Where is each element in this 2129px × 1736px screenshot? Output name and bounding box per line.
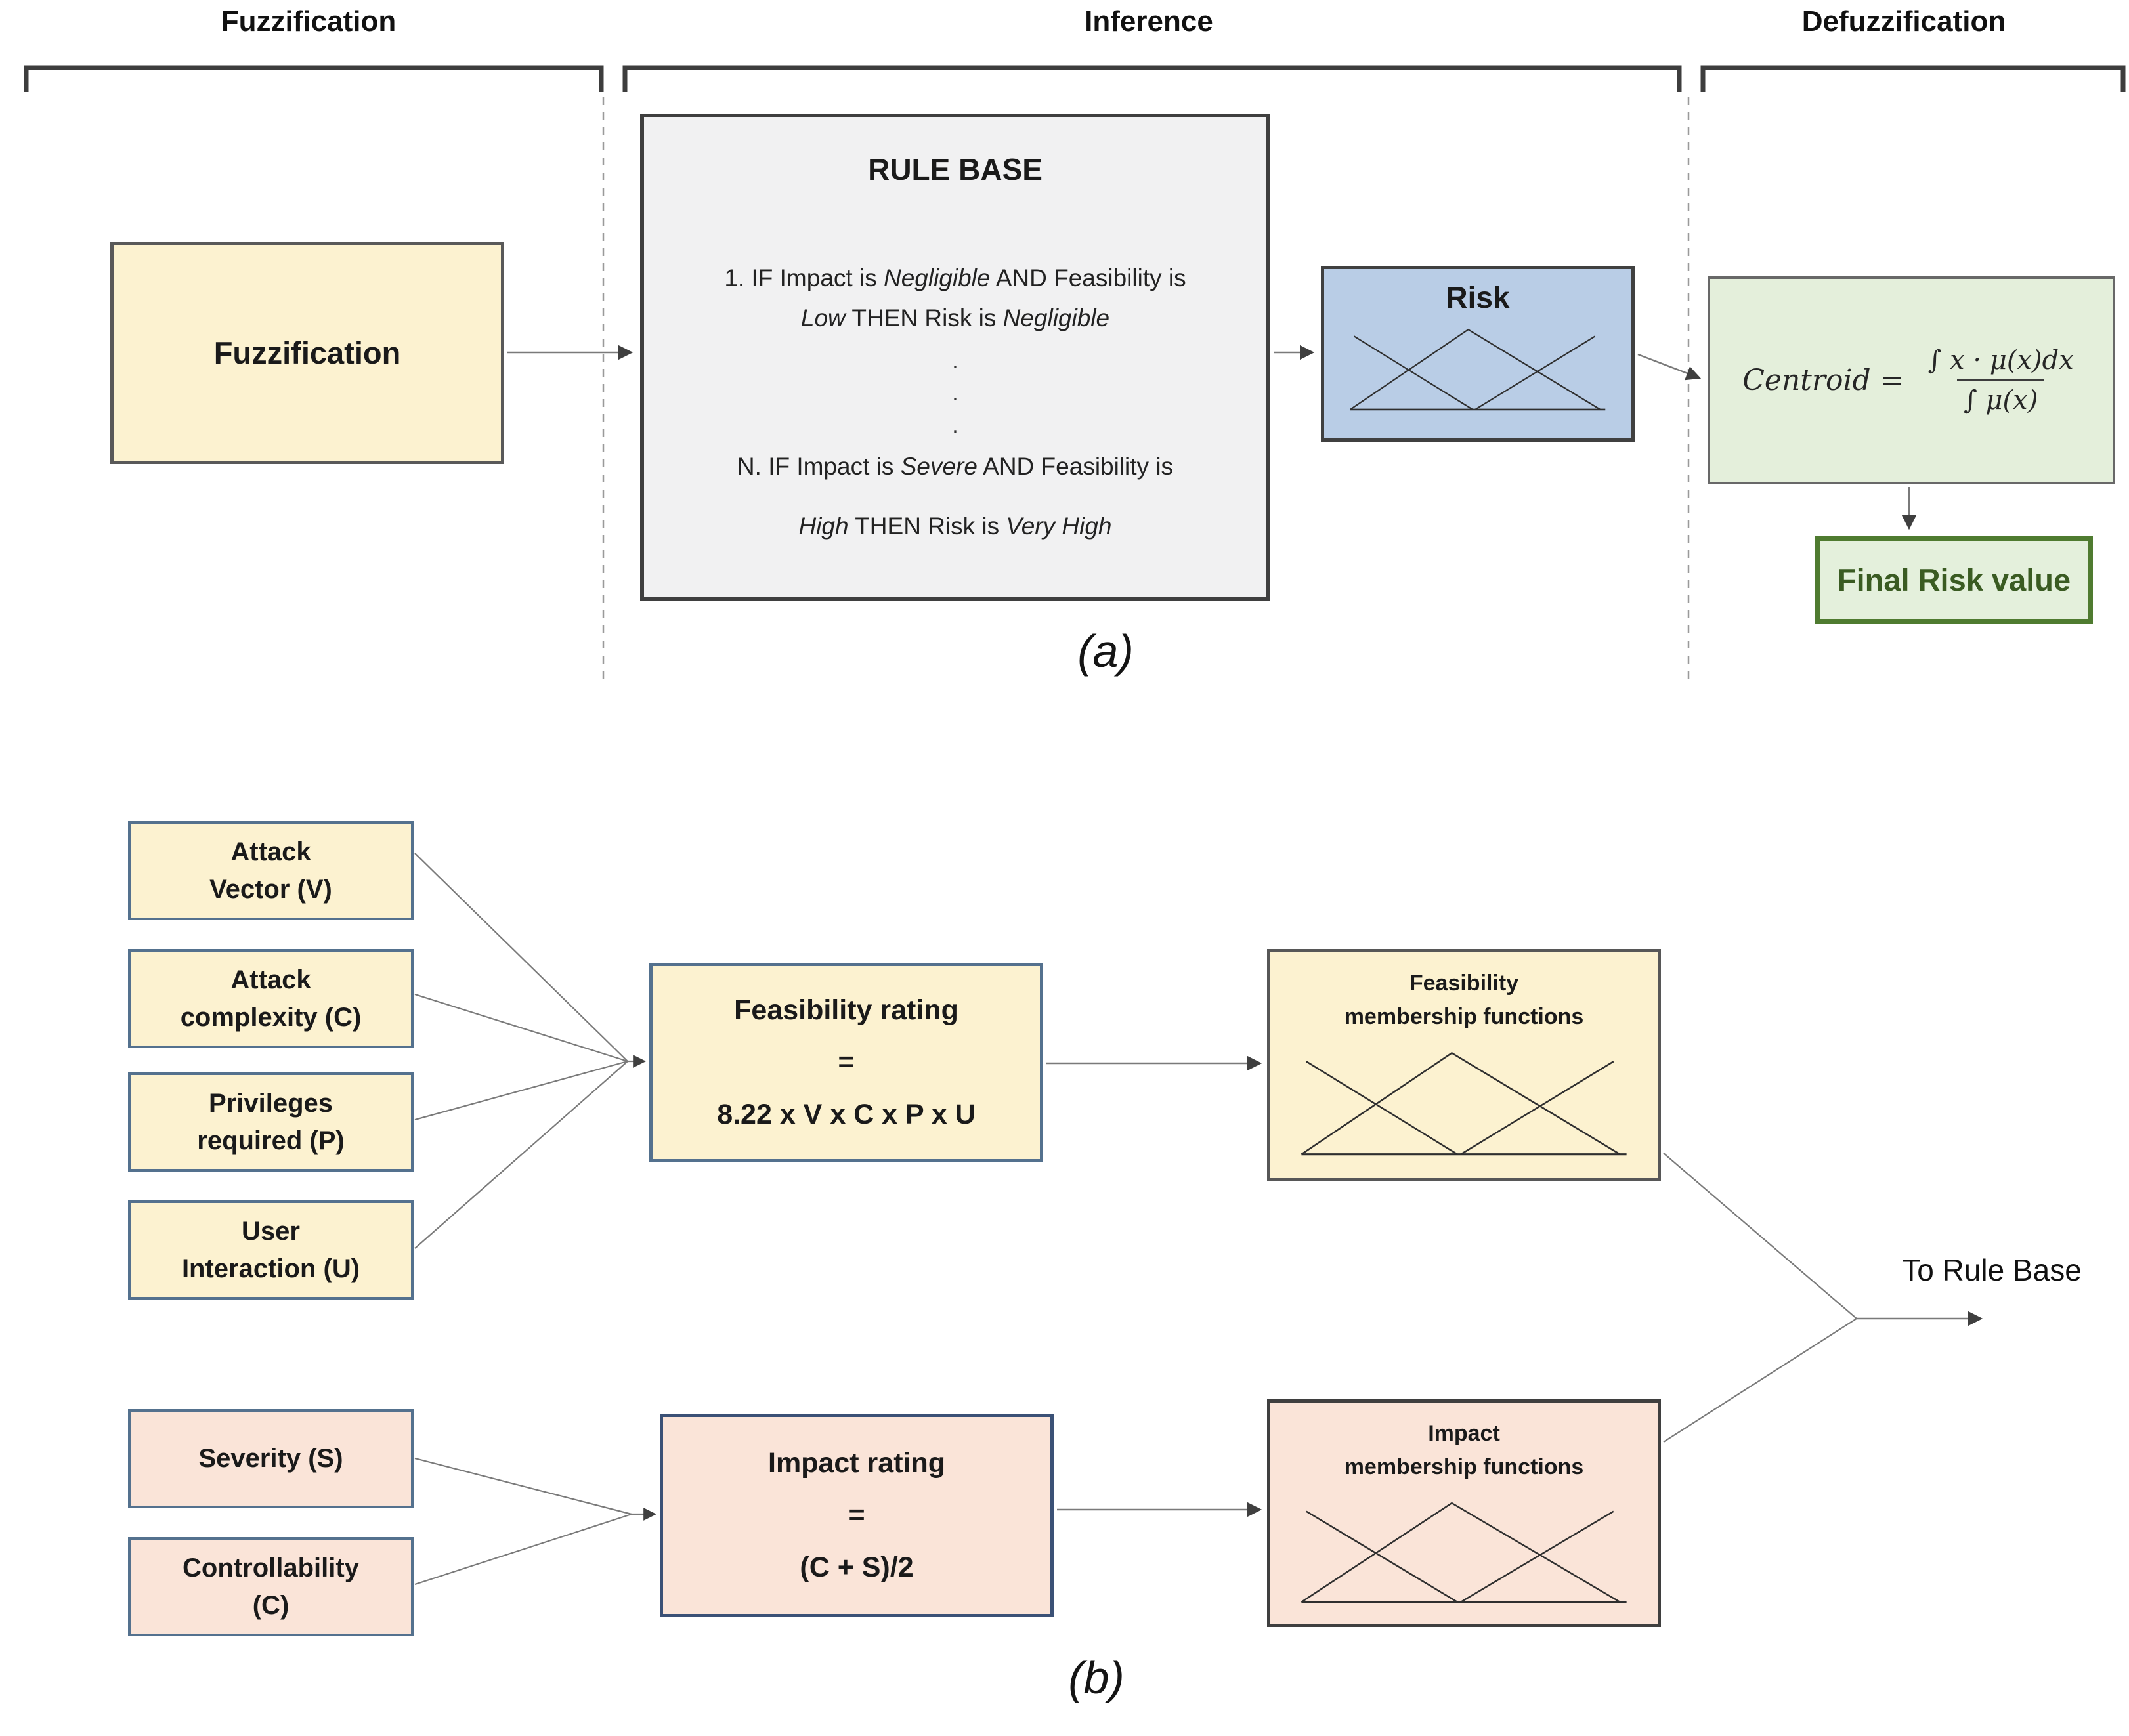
line-privileges-to-feasibility [414,1060,628,1121]
line-severity-to-impact [414,1457,632,1515]
user-interaction-line1: User [242,1216,300,1246]
rule-ellipsis: . . . [952,345,958,442]
rule-n-text2: AND Feasibility is [977,452,1174,480]
controllability-box: Controllability (C) [128,1537,414,1636]
attack-complexity-line2: complexity (C) [180,1002,362,1032]
centroid-fraction: ∫ x · μ(x)dx ∫ μ(x) [1922,345,2080,415]
user-interaction-box: User Interaction (U) [128,1200,414,1300]
rule-n-severe: Severe [900,452,978,480]
fuzzification-box-label: Fuzzification [213,335,401,370]
centroid-formula-box: Centroid = ∫ x · μ(x)dx ∫ μ(x) [1708,276,2115,484]
feasibility-membership-box: Feasibility membership functions [1267,949,1661,1181]
rule-base-box: RULE BASE 1. IF Impact is Negligible AND… [640,114,1270,601]
final-risk-value-label: Final Risk value [1837,562,2071,597]
bracket-fuzzification [24,65,604,92]
controllability-line1: Controllability [183,1553,359,1582]
arrow-risk-to-centroid [1637,353,1702,381]
impact-mf-title-line1: Impact [1428,1421,1500,1446]
line-feasibility-mf-to-rulebase [1663,1153,1857,1319]
impact-rating-equals: = [848,1499,865,1531]
feasibility-membership-plot-icon [1301,1051,1627,1156]
feasibility-rating-equals: = [838,1046,855,1078]
rule-n-very-high: Very High [1006,513,1112,540]
controllability-line2: (C) [252,1590,290,1620]
rule-1: 1. IF Impact is Negligible AND Feasibili… [724,258,1186,339]
feasibility-mf-title-line2: membership functions [1344,1004,1584,1029]
attack-complexity-box: Attack complexity (C) [128,949,414,1048]
line-impact-mf-to-rulebase [1663,1318,1857,1443]
impact-rating-title: Impact rating [768,1447,945,1479]
line-controllability-to-impact [414,1513,632,1586]
user-interaction-line2: Interaction (U) [181,1254,360,1283]
privileges-required-box: Privileges required (P) [128,1072,414,1172]
centroid-lhs: Centroid = [1742,364,1904,397]
risk-membership-plot-icon [1350,328,1606,411]
mf-descending-line [1306,1061,1458,1155]
impact-rating-formula: (C + S)/2 [800,1551,914,1583]
mf-ascending-line [1474,335,1596,410]
severity-box: Severity (S) [128,1409,414,1508]
figure-label-b: (b) [1068,1652,1125,1703]
final-risk-value-box: Final Risk value [1815,536,2093,624]
section-header-fuzzification: Fuzzification [221,5,397,37]
attack-vector-line2: Vector (V) [209,874,332,904]
mf-descending-line [1306,1510,1458,1603]
attack-vector-line1: Attack [230,837,311,866]
privileges-required-line2: required (P) [197,1126,345,1155]
rule-1-text2: AND Feasibility is [990,265,1186,291]
line-attack-complexity-to-feasibility [414,993,628,1063]
rule-n-text3: THEN Risk is [848,513,1006,540]
mf-ascending-line [1460,1061,1614,1155]
attack-complexity-line1: Attack [230,965,311,994]
centroid-numerator: ∫ x · μ(x)dx [1927,345,2074,375]
bracket-inference [622,65,1682,92]
rule-1-text: 1. IF Impact is [724,265,884,291]
feasibility-rating-box: Feasibility rating = 8.22 x V x C x P x … [649,963,1043,1162]
mf-center-triangle [1301,1051,1621,1155]
risk-box: Risk [1321,266,1635,442]
figure-label-a: (a) [1077,625,1134,677]
attack-vector-box: Attack Vector (V) [128,821,414,920]
mf-ascending-line [1460,1510,1614,1603]
rule-1-text3: THEN Risk is [845,305,1003,332]
rule-n: N. IF Impact is Severe AND Feasibility i… [737,446,1173,486]
section-header-inference: Inference [1085,5,1213,37]
rule-1-low: Low [800,305,846,332]
line-attack-vector-to-feasibility [414,853,628,1062]
severity-line1: Severity (S) [198,1444,343,1473]
mf-center-triangle [1350,328,1601,410]
line-user-interaction-to-feasibility [414,1061,628,1249]
rule-n-line2: High THEN Risk is Very High [798,506,1111,546]
section-header-defuzzification: Defuzzification [1801,5,2006,37]
mf-center-triangle [1301,1502,1621,1603]
impact-membership-plot-icon [1301,1502,1627,1603]
bracket-defuzzification [1700,65,2126,92]
mf-descending-line [1353,335,1473,410]
centroid-denominator: ∫ μ(x) [1957,379,2045,415]
rule-1-negligible: Negligible [883,265,991,291]
ellipsis-dot: . [952,413,958,438]
rule-n-text: N. IF Impact is [737,452,901,480]
feasibility-rating-formula: 8.22 x V x C x P x U [717,1098,976,1130]
feasibility-rating-title: Feasibility rating [734,994,958,1026]
fuzzification-box: Fuzzification [110,242,504,464]
feasibility-mf-title-line1: Feasibility [1409,971,1519,996]
impact-mf-title-line2: membership functions [1344,1454,1584,1479]
impact-membership-box: Impact membership functions [1267,1399,1661,1627]
ellipsis-dot: . [952,381,958,406]
ellipsis-dot: . [952,348,958,373]
to-rule-base-label: To Rule Base [1902,1253,2082,1287]
impact-rating-box: Impact rating = (C + S)/2 [660,1414,1054,1617]
rule-n-high: High [798,513,849,540]
rule-1-negligible2: Negligible [1002,305,1110,332]
rule-base-title: RULE BASE [868,152,1043,186]
risk-box-title: Risk [1446,280,1510,314]
privileges-required-line1: Privileges [208,1088,333,1118]
